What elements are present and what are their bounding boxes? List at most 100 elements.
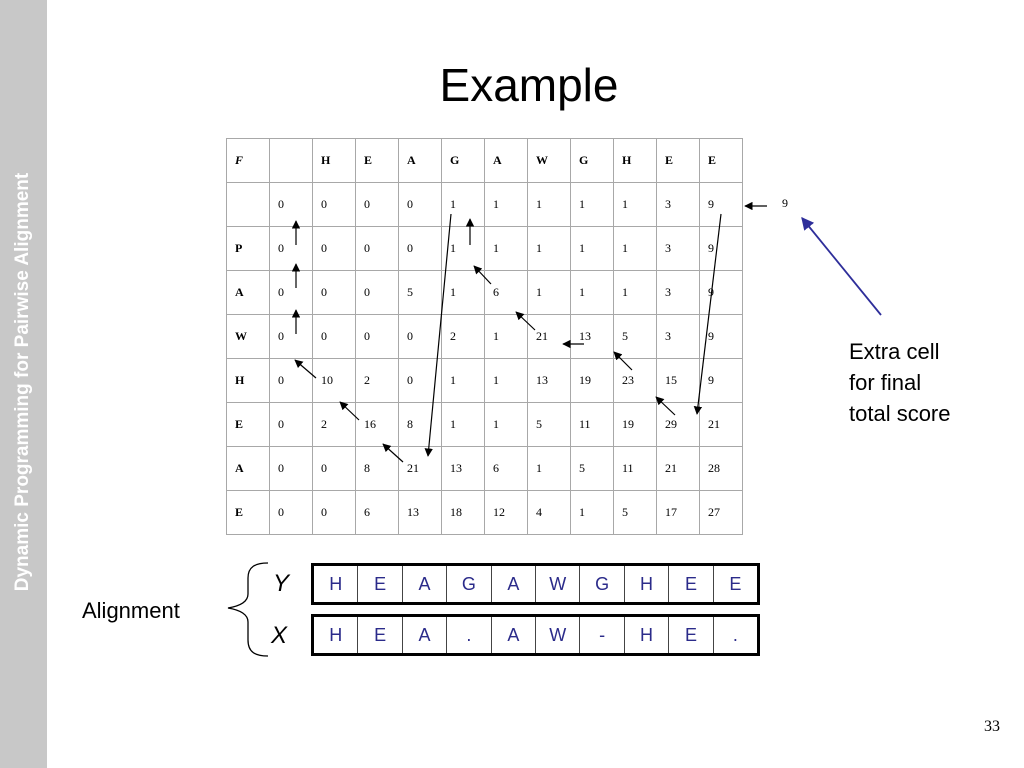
table-cell: 1 [570, 270, 614, 315]
table-header-row: F H E A G A W G H E E [226, 138, 743, 183]
table-cell: 1 [570, 490, 614, 535]
table-cell: 18 [441, 490, 485, 535]
sequence-cell: - [580, 617, 625, 653]
header-cell: A [484, 138, 528, 183]
table-cell: W [226, 314, 270, 359]
table-cell [226, 182, 270, 227]
x-sequence-row: H E A . A W - H E . [311, 614, 760, 656]
table-cell: 0 [312, 490, 356, 535]
table-cell: 4 [527, 490, 571, 535]
table-cell: 29 [656, 402, 700, 447]
table-row: W 0 0 0 0 2 1 21 13 5 3 9 [226, 314, 743, 359]
sequence-cell: W [536, 566, 581, 602]
page-number: 33 [984, 718, 1000, 735]
table-cell: 0 [269, 490, 313, 535]
table-cell: 1 [441, 402, 485, 447]
table-cell: 10 [312, 358, 356, 403]
table-cell: 27 [699, 490, 743, 535]
table-row: 0 0 0 0 1 1 1 1 1 3 9 [226, 182, 743, 227]
table-cell: 28 [699, 446, 743, 491]
table-cell: 0 [355, 182, 399, 227]
table-cell: 13 [441, 446, 485, 491]
sequence-cell: A [492, 566, 537, 602]
table-row: E 0 2 16 8 1 1 5 11 19 29 21 [226, 402, 743, 447]
sequence-cell: H [625, 617, 670, 653]
table-cell: 12 [484, 490, 528, 535]
y-sequence-row: H E A G A W G H E E [311, 563, 760, 605]
sequence-cell: E [358, 566, 403, 602]
table-cell: 19 [613, 402, 657, 447]
sequence-cell: G [580, 566, 625, 602]
sequence-cell: . [447, 617, 492, 653]
table-cell: 21 [699, 402, 743, 447]
annotation-line: Extra cell [849, 339, 940, 364]
table-cell: 1 [484, 358, 528, 403]
table-cell: 0 [312, 226, 356, 271]
sequence-cell: A [403, 617, 448, 653]
table-cell: A [226, 446, 270, 491]
traceback-arrow [655, 396, 676, 416]
table-row: E 0 0 6 13 18 12 4 1 5 17 27 [226, 490, 743, 535]
slide-title: Example [439, 59, 619, 111]
sequence-cell: H [314, 566, 359, 602]
table-cell: 16 [355, 402, 399, 447]
table-cell: 0 [269, 446, 313, 491]
sequence-cell: E [669, 566, 714, 602]
table-row: A 0 0 8 21 13 6 1 5 11 21 28 [226, 446, 743, 491]
sequence-cell: W [536, 617, 581, 653]
header-cell: F [226, 138, 270, 183]
sequence-cell: G [447, 566, 492, 602]
y-label: Y [273, 570, 290, 597]
table-cell: 6 [484, 446, 528, 491]
table-cell: 13 [398, 490, 442, 535]
header-cell: A [398, 138, 442, 183]
table-cell: E [226, 490, 270, 535]
table-cell: 9 [699, 182, 743, 227]
sequence-cell: E [669, 617, 714, 653]
alignment-brace-icon [227, 562, 269, 657]
sequence-cell: . [732, 624, 738, 645]
traceback-arrow [424, 213, 452, 457]
table-cell: 21 [527, 314, 571, 359]
table-cell: 0 [312, 446, 356, 491]
traceback-arrow [613, 351, 633, 371]
table-cell: 5 [398, 270, 442, 315]
traceback-arrow [294, 359, 317, 379]
table-cell: 1 [570, 226, 614, 271]
table-cell: 17 [656, 490, 700, 535]
table-cell: 1 [441, 182, 485, 227]
table-cell: 3 [656, 314, 700, 359]
annotation-line: for final [849, 370, 922, 395]
table-cell: 1 [484, 182, 528, 227]
table-cell: 5 [527, 402, 571, 447]
dp-table: F H E A G A W G H E E 0 0 0 0 1 1 1 1 1 … [226, 138, 743, 535]
sequence-cell: H [625, 566, 670, 602]
table-cell: 0 [312, 270, 356, 315]
table-cell: 8 [398, 402, 442, 447]
table-cell: 0 [269, 226, 313, 271]
traceback-arrow [339, 401, 360, 421]
sequence-cell: A [492, 617, 537, 653]
sequence-cell: E [358, 617, 403, 653]
table-cell: 13 [570, 314, 614, 359]
sequence-cell: E [729, 573, 742, 594]
sequence-cell: H [314, 617, 359, 653]
table-cell: 6 [355, 490, 399, 535]
sidebar: Dynamic Programming for Pairwise Alignme… [0, 0, 47, 768]
pointer-arrow [801, 217, 882, 316]
table-cell: 1 [613, 270, 657, 315]
table-cell: 0 [269, 314, 313, 359]
table-cell: 9 [699, 270, 743, 315]
table-cell: 1 [613, 182, 657, 227]
traceback-arrow [382, 443, 404, 463]
table-cell: 9 [699, 358, 743, 403]
header-cell: E [656, 138, 700, 183]
extra-cell-score: 9 [782, 196, 788, 210]
table-cell: 0 [355, 226, 399, 271]
table-cell: 21 [398, 446, 442, 491]
header-cell: G [441, 138, 485, 183]
alignment-label: Alignment [82, 598, 180, 623]
traceback-arrow [515, 311, 536, 331]
extra-cell-annotation: Extra cell for final total score [849, 336, 951, 429]
